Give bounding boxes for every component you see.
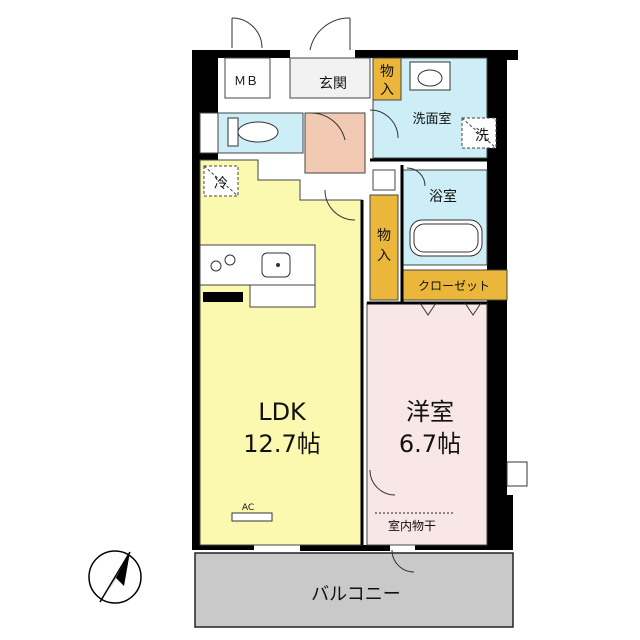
- kitchen-sink-icon: [261, 252, 291, 278]
- meter-box: [224, 57, 271, 99]
- doors: [231, 17, 528, 573]
- washroom-label: 洗面室: [412, 111, 451, 127]
- storage-side-label-2: 入: [377, 248, 391, 264]
- storage-top-label-1: 物: [380, 64, 394, 80]
- indoor-drying-label: 室内物干: [388, 518, 436, 533]
- ldk-size: 12.7帖: [243, 430, 320, 458]
- stove-burner-icon: [210, 260, 222, 272]
- stove-burner-icon: [224, 254, 236, 266]
- fridge-spot: 冷: [203, 165, 239, 197]
- meter-box-label: ＭＢ: [234, 74, 258, 88]
- entrance-label: 玄関: [319, 75, 347, 92]
- washer-label: 洗: [475, 128, 489, 144]
- western-room-floor: [366, 302, 488, 546]
- bathtub-icon: [409, 219, 483, 257]
- closet-label: クローゼット: [418, 279, 490, 293]
- storage-top-label-2: 入: [380, 82, 394, 98]
- toilet-icon: [227, 117, 279, 147]
- western-room-size: 6.7帖: [399, 430, 461, 458]
- entrance-step: [289, 57, 371, 99]
- storage-side-label-1: 物: [377, 228, 391, 244]
- storage-side: [369, 194, 399, 301]
- north-arrow-icon: [88, 550, 142, 604]
- aircon-label: AC: [242, 503, 254, 513]
- closet: [401, 269, 508, 301]
- washer-spot: 洗: [461, 117, 497, 149]
- partitions: [360, 158, 487, 545]
- ldk-floor: [199, 159, 363, 546]
- fridge-label: 冷: [214, 176, 228, 192]
- washbasin-icon: [409, 61, 451, 91]
- kitchen-counter: [199, 244, 316, 308]
- balcony-floor: [194, 552, 514, 628]
- aircon-unit: AC: [231, 503, 273, 522]
- ldk-name: LDK: [258, 398, 307, 426]
- balcony-label: バルコニー: [311, 584, 401, 605]
- bathroom-label: 浴室: [429, 188, 457, 205]
- western-room-name: 洋室: [406, 398, 454, 426]
- storage-top: [372, 57, 402, 101]
